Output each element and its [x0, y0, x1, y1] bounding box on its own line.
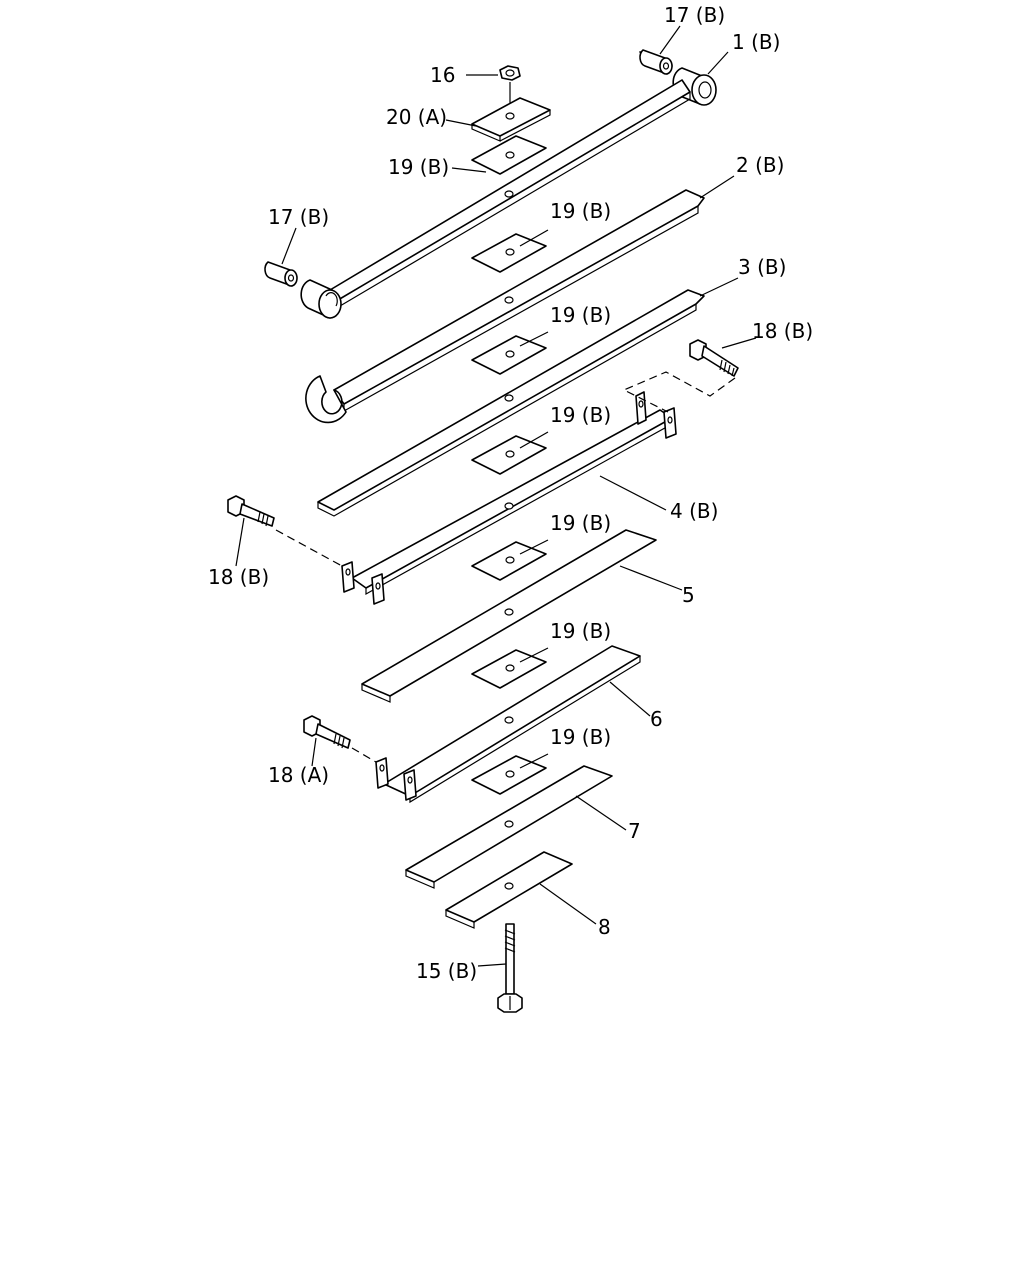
label-19b-4: 19 (B): [550, 403, 611, 427]
label-16: 16: [430, 63, 455, 87]
part-labels: 17 (B) 1 (B) 16 20 (A) 19 (B) 2 (B) 17 (…: [208, 3, 813, 983]
pad-19b-2: [471, 233, 547, 273]
leaf-5: [361, 529, 657, 703]
label-17b-left: 17 (B): [268, 205, 329, 229]
bolt-18a: [303, 715, 377, 763]
label-20a: 20 (A): [386, 105, 447, 129]
leaf-7: [405, 765, 613, 889]
plate-20a: [471, 97, 551, 142]
nut-16: [499, 65, 521, 110]
label-3b: 3 (B): [738, 255, 786, 279]
label-6: 6: [650, 707, 663, 731]
label-19b-2: 19 (B): [550, 199, 611, 223]
label-7: 7: [628, 819, 641, 843]
pad-19b-3: [471, 335, 547, 375]
pad-19b-5: [471, 541, 547, 581]
label-5: 5: [682, 583, 695, 607]
label-19b-7: 19 (B): [550, 725, 611, 749]
leaf-2b: [305, 189, 705, 424]
label-18a: 18 (A): [268, 763, 329, 787]
leader-lines: [235, 25, 757, 967]
pad-19b-1: [471, 135, 547, 175]
label-1b: 1 (B): [732, 30, 780, 54]
label-8: 8: [598, 915, 611, 939]
label-2b: 2 (B): [736, 153, 784, 177]
bushing-17b-left: [264, 261, 298, 287]
leaf-8: [445, 851, 573, 929]
label-19b-1: 19 (B): [388, 155, 449, 179]
label-18b-left: 18 (B): [208, 565, 269, 589]
clip-leaf-4b: [341, 391, 677, 605]
pad-19b-7: [471, 755, 547, 795]
bushing-17b-top: [639, 49, 673, 75]
label-19b-5: 19 (B): [550, 511, 611, 535]
clip-leaf-6: [375, 645, 641, 804]
main-leaf-1b: [300, 67, 717, 319]
center-bolt-15b: [497, 923, 523, 1013]
label-15b: 15 (B): [416, 959, 477, 983]
label-18b-right: 18 (B): [752, 319, 813, 343]
bolt-18b-right: [622, 339, 739, 413]
pad-19b-4: [471, 435, 547, 475]
leaf-3b: [317, 289, 705, 517]
label-4b: 4 (B): [670, 499, 718, 523]
label-19b-3: 19 (B): [550, 303, 611, 327]
label-19b-6: 19 (B): [550, 619, 611, 643]
bolt-18b-left: [227, 495, 343, 567]
pad-19b-6: [471, 649, 547, 689]
label-17b-top: 17 (B): [664, 3, 725, 27]
